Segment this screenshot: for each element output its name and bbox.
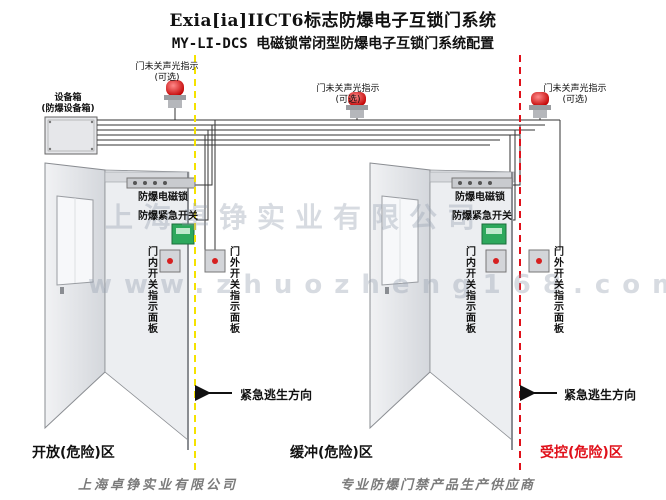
alarm-label-1-text: 门未关声光指示 — [135, 62, 199, 72]
footer-company: 上海卓铮实业有限公司 — [78, 478, 239, 493]
door-left — [44, 162, 190, 450]
zone-buffer-label: 缓冲(危险)区 — [290, 445, 373, 461]
footer-tagline: 专业防爆门禁产品生产供应商 — [340, 478, 536, 493]
alarm-light-1 — [164, 80, 186, 108]
alarm-label-3-optional: (可选) — [562, 95, 588, 105]
maglock-left — [126, 177, 196, 189]
equipment-box-line1: 设备箱 — [54, 93, 82, 103]
emergency-switch-right — [481, 223, 507, 245]
emergency-switch-left-label: 防爆紧急开关 — [138, 211, 198, 222]
page-title: Exia[ia]IICT6标志防爆电子互锁门系统 — [169, 11, 497, 31]
alarm-label-2-optional: (可选) — [335, 95, 361, 105]
zone-open-label: 开放(危险)区 — [32, 445, 115, 461]
alarm-label-2: 门未关声光指示 (可选) — [293, 84, 403, 106]
zone-controlled-label: 受控(危险)区 — [540, 445, 623, 461]
emergency-switch-right-label: 防爆紧急开关 — [452, 211, 512, 222]
inner-panel-left — [159, 249, 181, 273]
equipment-box-label: 设备箱 (防爆设备箱) — [28, 93, 108, 115]
alarm-light-3 — [529, 92, 551, 118]
alarm-label-3-text: 门未关声光指示 — [543, 84, 607, 94]
watermark-url: www.zhuozheng168.com — [88, 270, 666, 300]
page-subtitle: MY-LI-DCS 电磁锁常闭型防爆电子互锁门系统配置 — [171, 36, 495, 52]
alarm-light-2 — [346, 92, 368, 118]
inner-panel-right-label: 门内开关指示面板 — [466, 247, 476, 335]
inner-panel-left-label: 门内开关指示面板 — [148, 247, 158, 335]
equipment-box — [44, 116, 98, 155]
alarm-label-1: 门未关声光指示 (可选) — [112, 62, 222, 84]
escape-label-left: 紧急逃生方向 — [240, 388, 313, 402]
watermark-company: 上海卓铮实业有限公司 — [105, 201, 486, 234]
alarm-label-2-text: 门未关声光指示 — [316, 84, 380, 94]
inner-panel-right — [485, 249, 507, 273]
emergency-switch-left — [171, 223, 195, 245]
outer-panel-left-label: 门外开关指示面板 — [230, 247, 240, 335]
maglock-left-label: 防爆电磁锁 — [138, 192, 188, 203]
outer-panel-left — [204, 249, 226, 273]
maglock-right-label: 防爆电磁锁 — [455, 192, 505, 203]
alarm-label-1-optional: (可选) — [154, 73, 180, 83]
outer-panel-right — [528, 249, 550, 273]
escape-label-right: 紧急逃生方向 — [564, 388, 637, 402]
maglock-right — [451, 177, 513, 189]
alarm-label-3: 门未关声光指示 (可选) — [520, 84, 630, 106]
equipment-box-line2: (防爆设备箱) — [41, 104, 95, 114]
outer-panel-right-label: 门外开关指示面板 — [554, 247, 564, 335]
